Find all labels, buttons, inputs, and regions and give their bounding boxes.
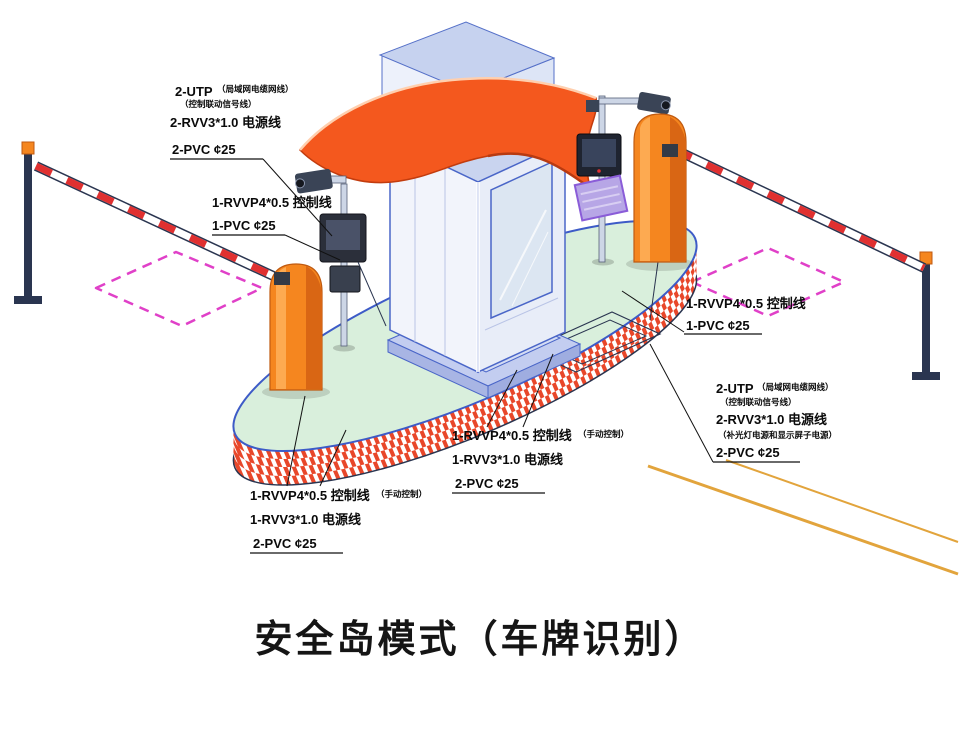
left-pole-junction-box — [329, 265, 361, 293]
label-top-left-signal-note: （控制联动信号线） — [180, 99, 257, 109]
left-cabinet-highlight — [276, 267, 286, 389]
right-cabinet-shade — [670, 117, 686, 261]
left-support-pole — [24, 152, 32, 298]
lane-line-2 — [725, 459, 959, 543]
right-arm-joint — [662, 144, 678, 157]
label-top-left-utp: 2-UTP — [175, 84, 213, 99]
leader-center-lower-1 — [486, 369, 518, 428]
right-support-pole-cap — [919, 251, 933, 265]
label-left-mid-control: 1-RVVP4*0.5 控制线 — [212, 195, 332, 210]
leader-left-lower-2 — [319, 429, 347, 487]
leader-right-mid — [621, 290, 685, 333]
booth-window — [490, 160, 553, 320]
left-camera-lens-icon — [295, 178, 306, 189]
lane-line-1 — [647, 464, 959, 576]
leader-center-lower-2 — [522, 353, 554, 428]
right-support-pole — [922, 262, 930, 374]
left-barrier-arm — [33, 161, 285, 285]
label-right-lower-signal-note: （控制联动信号线） — [720, 397, 797, 407]
cable-labels: 2-UTP （局域网电缆网线） （控制联动信号线） 2-RVV3*1.0 电源线… — [170, 84, 837, 551]
label-left-lower-control: 1-RVVP4*0.5 控制线 — [250, 488, 370, 503]
right-induction-loop — [690, 246, 846, 318]
roof-ridge-highlight — [299, 77, 597, 151]
label-right-mid-control: 1-RVVP4*0.5 控制线 — [686, 296, 806, 311]
label-left-lower-control-note: （手动控制） — [376, 489, 427, 499]
label-left-lower-power: 1-RVV3*1.0 电源线 — [250, 512, 361, 527]
booth-right-panel-line — [484, 297, 559, 331]
left-pole-cable — [357, 261, 387, 327]
left-camera-pole — [294, 168, 387, 352]
right-cabinet-highlight — [640, 117, 650, 261]
left-barrier-gate — [14, 141, 330, 399]
diagram-title: 安全岛模式（车牌识别） — [254, 618, 705, 661]
right-barrier-arm — [673, 145, 927, 273]
window-reflection-2 — [511, 231, 549, 307]
ground-loops — [94, 246, 846, 328]
leader-top-left — [262, 158, 333, 237]
left-cabinet-shade — [306, 266, 322, 389]
label-right-lower-power-note: （补光灯电源和显示屏子电源） — [718, 430, 837, 440]
leader-left-mid — [284, 234, 341, 261]
label-center-lower-power: 1-RVV3*1.0 电源线 — [452, 452, 563, 467]
led-sign — [573, 174, 629, 222]
annotation-lines — [170, 158, 800, 554]
label-center-lower-control: 1-RVVP4*0.5 控制线 — [452, 428, 572, 443]
label-right-lower-utp: 2-UTP — [716, 381, 754, 396]
leader-right-lower — [649, 343, 714, 463]
roof-eave-shade — [487, 152, 591, 190]
left-pole-shadow — [333, 344, 355, 352]
leader-left-lower-1 — [286, 395, 306, 487]
right-camera-pole — [573, 92, 671, 266]
label-top-left-pvc: 2-PVC ¢25 — [172, 142, 236, 157]
led-sign-row-2 — [582, 193, 620, 203]
label-left-mid-pvc: 1-PVC ¢25 — [212, 218, 276, 233]
led-sign-row-3 — [583, 200, 622, 211]
left-support-pole-cap — [21, 141, 35, 155]
led-sign-row-1 — [580, 185, 619, 196]
right-pole-top-box — [586, 100, 599, 112]
left-support-pole-base — [14, 296, 42, 304]
right-barrier-gate — [626, 113, 940, 380]
lane-marking-lines — [647, 459, 959, 576]
top-box-top-face — [378, 21, 556, 93]
right-support-pole-base — [912, 372, 940, 380]
label-right-lower-power: 2-RVV3*1.0 电源线 — [716, 412, 827, 427]
label-top-left-power: 2-RVV3*1.0 电源线 — [170, 115, 281, 130]
label-right-lower-utp-note: （局域网电缆网线） — [757, 382, 834, 392]
left-induction-loop — [94, 250, 264, 328]
base-slab-front-right — [487, 343, 581, 399]
label-top-left-utp-note: （局域网电缆网线） — [217, 84, 294, 94]
label-center-lower-pvc: 2-PVC ¢25 — [455, 476, 519, 491]
label-center-lower-control-note: （手动控制） — [578, 429, 629, 439]
window-reflection-1 — [499, 209, 547, 301]
label-right-lower-pvc: 2-PVC ¢25 — [716, 445, 780, 460]
right-display-led — [597, 169, 601, 173]
right-camera-lens-icon — [660, 100, 671, 111]
left-lane-camera — [294, 168, 333, 194]
label-left-lower-pvc: 2-PVC ¢25 — [253, 536, 317, 551]
left-arm-joint — [274, 272, 290, 285]
left-pole — [340, 183, 348, 347]
label-right-mid-pvc: 1-PVC ¢25 — [686, 318, 750, 333]
right-display-screen — [582, 139, 616, 167]
